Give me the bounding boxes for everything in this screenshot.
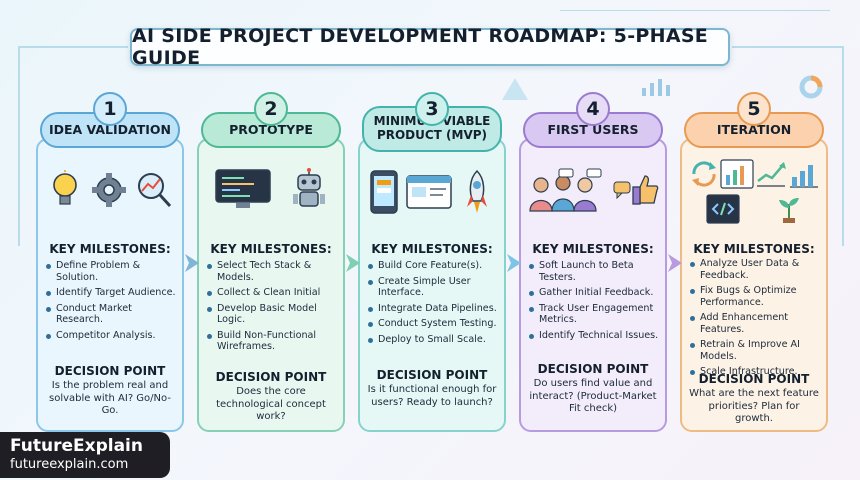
bar-chart-icon	[720, 158, 754, 189]
decorative-line	[842, 46, 844, 246]
milestone-item: Retrain & Improve AI Models.	[690, 339, 824, 362]
decision-text-1: Is the problem real and solvable with AI…	[49, 380, 171, 416]
decision-heading: DECISION POINT	[376, 368, 488, 382]
arrow-right-icon	[668, 254, 682, 272]
milestone-item: Track User Engagement Metrics.	[529, 303, 663, 326]
phase-icons-1	[44, 160, 176, 220]
phase-number-3: 3	[415, 92, 449, 126]
pyramid-icon	[502, 78, 528, 100]
phase-icons-2	[205, 160, 337, 220]
milestones-list-3: Build Core Feature(s). Create Simple Use…	[368, 260, 502, 349]
milestone-item: Add Enhancement Features.	[690, 312, 824, 335]
plant-growth-icon	[778, 197, 799, 223]
lightbulb-icon	[53, 170, 78, 205]
phase-number-2: 2	[254, 92, 288, 126]
milestone-item: Scale Infrastructure.	[690, 366, 824, 378]
code-window-icon	[705, 193, 740, 224]
milestones-list-2: Select Tech Stack & Models. Collect & Cl…	[207, 260, 341, 357]
phase-number-5: 5	[737, 92, 771, 126]
decision-text-5: What are the next feature priorities? Pl…	[689, 388, 819, 424]
milestone-item: Competitor Analysis.	[46, 330, 180, 342]
milestones-heading: KEY MILESTONES:	[371, 242, 493, 256]
milestones-heading: KEY MILESTONES:	[49, 242, 171, 256]
cycle-arrows-icon	[692, 160, 716, 187]
milestones-heading: KEY MILESTONES:	[210, 242, 332, 256]
decorative-line	[732, 46, 842, 48]
milestone-item: Fix Bugs & Optimize Performance.	[690, 285, 824, 308]
phase-number-4: 4	[576, 92, 610, 126]
phase-icons-3	[366, 162, 498, 222]
milestone-item: Gather Initial Feedback.	[529, 287, 663, 299]
trend-chart-icon	[757, 161, 786, 187]
monitor-code-icon	[215, 169, 271, 208]
mobile-app-icon	[370, 170, 398, 214]
decision-heading: DECISION POINT	[215, 370, 327, 384]
arrow-right-icon	[346, 254, 360, 272]
arrow-right-icon	[185, 254, 199, 272]
users-group-icon	[529, 168, 602, 212]
milestone-item: Build Non-Functional Wireframes.	[207, 330, 341, 353]
milestone-item: Define Problem & Solution.	[46, 260, 180, 283]
milestone-item: Conduct Market Research.	[46, 303, 180, 326]
phase-number-1: 1	[93, 92, 127, 126]
milestones-heading: KEY MILESTONES:	[532, 242, 654, 256]
decision-heading: DECISION POINT	[698, 372, 810, 386]
bar-chart-icon	[790, 164, 818, 188]
magnifier-chart-icon	[137, 173, 171, 208]
decorative-line	[560, 10, 830, 11]
milestone-item: Collect & Clean Initial	[207, 287, 341, 299]
milestone-item: Deploy to Small Scale.	[368, 334, 502, 346]
arrow-right-icon	[507, 254, 521, 272]
decision-text-2: Does the core technological concept work…	[216, 386, 326, 422]
milestone-item: Identify Target Audience.	[46, 287, 180, 299]
donut-chart-icon	[799, 75, 823, 99]
decision-heading: DECISION POINT	[54, 364, 166, 378]
milestones-list-5: Analyze User Data & Feedback. Fix Bugs &…	[690, 258, 824, 382]
robot-icon	[293, 168, 325, 207]
browser-window-icon	[406, 175, 452, 209]
milestone-item: Create Simple User Interface.	[368, 276, 502, 299]
brand-url: futureexplain.com	[10, 457, 129, 472]
milestone-item: Integrate Data Pipelines.	[368, 303, 502, 315]
decorative-line	[18, 46, 20, 246]
phase-title-2: PROTOTYPE	[201, 112, 341, 148]
title-banner: AI SIDE PROJECT DEVELOPMENT ROADMAP: 5-P…	[130, 25, 730, 69]
milestone-item: Soft Launch to Beta Testers.	[529, 260, 663, 283]
milestones-heading: KEY MILESTONES:	[693, 242, 815, 256]
decorative-line	[18, 46, 128, 48]
milestones-list-4: Soft Launch to Beta Testers. Gather Init…	[529, 260, 663, 345]
milestone-item: Analyze User Data & Feedback.	[690, 258, 824, 281]
decision-text-3: Is it functional enough for users? Ready…	[367, 384, 497, 408]
chat-bubble-icon	[613, 181, 631, 199]
milestone-item: Build Core Feature(s).	[368, 260, 502, 272]
decision-text-4: Do users find value and interact? (Produ…	[529, 378, 657, 414]
brand-watermark: FutureExplain futureexplain.com	[0, 432, 170, 478]
milestone-item: Develop Basic Model Logic.	[207, 303, 341, 326]
milestones-list-1: Define Problem & Solution. Identify Targ…	[46, 260, 180, 345]
milestone-item: Identify Technical Issues.	[529, 330, 663, 342]
phase-icons-5	[688, 156, 820, 226]
milestone-item: Conduct System Testing.	[368, 318, 502, 330]
phase-icons-4	[527, 160, 659, 220]
brand-name: FutureExplain	[10, 436, 143, 456]
gear-icon	[91, 173, 126, 207]
decision-heading: DECISION POINT	[537, 362, 649, 376]
rocket-icon	[467, 169, 487, 213]
mini-bars-icon	[642, 79, 670, 96]
page-title: AI SIDE PROJECT DEVELOPMENT ROADMAP: 5-P…	[132, 25, 709, 69]
thumbs-up-icon	[632, 175, 659, 205]
milestone-item: Select Tech Stack & Models.	[207, 260, 341, 283]
